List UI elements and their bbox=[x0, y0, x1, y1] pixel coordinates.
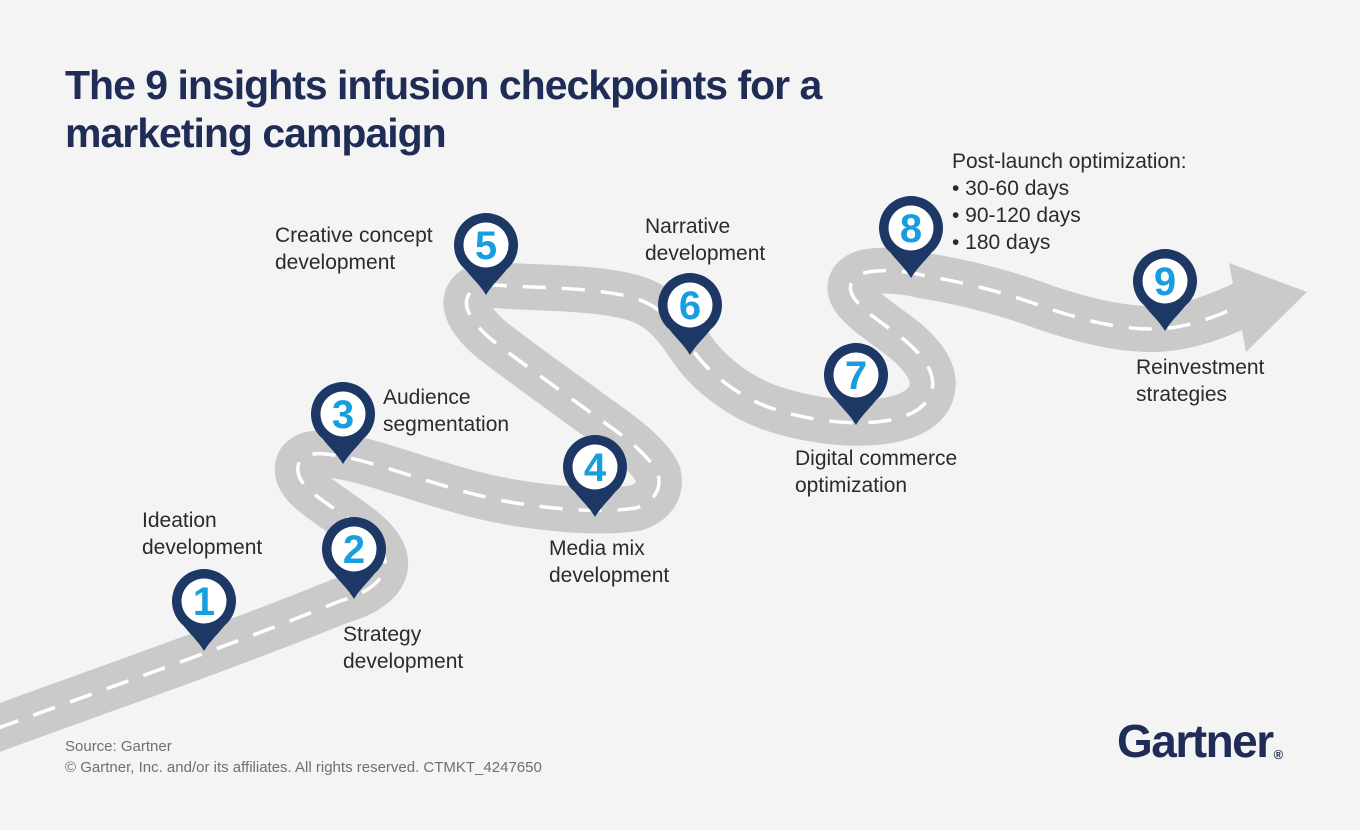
map-pin-inner-circle bbox=[667, 282, 713, 328]
checkpoint-number: 7 bbox=[845, 354, 867, 398]
gartner-logo-text: Gartner bbox=[1117, 715, 1274, 767]
checkpoint-pin-1: 1 bbox=[172, 569, 236, 651]
copyright-line: © Gartner, Inc. and/or its affiliates. A… bbox=[65, 759, 542, 776]
checkpoint-label-line: Creative concept bbox=[275, 224, 433, 247]
road-arrowhead-icon bbox=[1229, 263, 1307, 352]
checkpoint-label-8: Post-launch optimization: • 30-60 days • 9… bbox=[952, 148, 1187, 256]
checkpoint-label-line: • 90-120 days bbox=[952, 204, 1081, 227]
map-pin-inner-circle bbox=[181, 578, 227, 624]
checkpoint-label-line: Reinvestment bbox=[1136, 356, 1265, 379]
map-pin-inner-circle bbox=[572, 444, 618, 490]
map-pin-inner-circle bbox=[888, 205, 934, 251]
checkpoint-label-line: development bbox=[645, 242, 766, 265]
checkpoint-pin-4: 4 bbox=[563, 435, 627, 517]
source-line: Source: Gartner bbox=[65, 738, 172, 755]
map-pin-inner-circle bbox=[331, 526, 377, 572]
checkpoint-pin-9: 9 bbox=[1133, 249, 1197, 331]
checkpoint-number: 8 bbox=[900, 207, 922, 251]
checkpoint-label-line: Media mix bbox=[549, 537, 645, 560]
checkpoint-pin-6: 6 bbox=[658, 273, 722, 355]
checkpoint-label-line: optimization bbox=[795, 474, 908, 497]
checkpoint-label-line: Digital commerce bbox=[795, 447, 958, 470]
checkpoint-number: 2 bbox=[343, 528, 365, 572]
checkpoint-label-line: Strategy bbox=[343, 623, 422, 646]
footer: Source: Gartner © Gartner, Inc. and/or i… bbox=[65, 736, 542, 778]
checkpoint-label-1: Ideation development bbox=[142, 507, 262, 561]
checkpoint-label-9: Reinvestment strategies bbox=[1136, 354, 1264, 408]
checkpoint-label-line: segmentation bbox=[383, 413, 510, 436]
gartner-logo: Gartner ® bbox=[1117, 718, 1283, 764]
map-pin-inner-circle bbox=[833, 352, 879, 398]
checkpoint-number: 6 bbox=[679, 284, 701, 328]
checkpoint-label-line: development bbox=[549, 564, 670, 587]
checkpoint-label-line: development bbox=[142, 536, 263, 559]
road-centerline bbox=[0, 268, 1247, 730]
page-title-line-2: marketing campaign bbox=[65, 110, 447, 156]
checkpoint-pin-2: 2 bbox=[322, 517, 386, 599]
checkpoint-label-line: development bbox=[275, 251, 396, 274]
checkpoint-label-line: development bbox=[343, 650, 464, 673]
checkpoint-pin-7: 7 bbox=[824, 343, 888, 425]
checkpoint-label-line: • 30-60 days bbox=[952, 177, 1070, 200]
checkpoint-pin-5: 5 bbox=[454, 213, 518, 295]
checkpoint-label-line: Post-launch optimization: bbox=[952, 150, 1187, 173]
map-pin-inner-circle bbox=[463, 222, 509, 268]
checkpoint-label-line: strategies bbox=[1136, 383, 1228, 406]
map-pin-inner-circle bbox=[1142, 258, 1188, 304]
checkpoint-number: 4 bbox=[584, 446, 607, 490]
checkpoint-label-line: Audience bbox=[383, 386, 471, 409]
map-pin-inner-circle bbox=[320, 391, 366, 437]
checkpoint-number: 1 bbox=[193, 580, 215, 624]
page-title-line-1: The 9 insights infusion checkpoints for … bbox=[65, 62, 822, 108]
checkpoint-label-7: Digital commerce optimization bbox=[795, 445, 957, 499]
registered-trademark-icon: ® bbox=[1273, 747, 1284, 762]
checkpoint-pin-8: 8 bbox=[879, 196, 943, 278]
checkpoint-label-2: Strategy development bbox=[343, 621, 463, 675]
checkpoint-label-3: Audience segmentation bbox=[383, 384, 509, 438]
checkpoint-label-6: Narrative development bbox=[645, 213, 765, 267]
checkpoint-pin-3: 3 bbox=[311, 382, 375, 464]
checkpoint-number: 5 bbox=[475, 224, 497, 268]
checkpoint-number: 9 bbox=[1154, 260, 1176, 304]
page-title: The 9 insights infusion checkpoints for … bbox=[65, 61, 822, 157]
checkpoint-label-4: Media mix development bbox=[549, 535, 669, 589]
checkpoint-number: 3 bbox=[332, 393, 354, 437]
checkpoint-label-line: Narrative bbox=[645, 215, 731, 238]
checkpoint-label-line: Ideation bbox=[142, 509, 217, 532]
checkpoint-label-line: • 180 days bbox=[952, 231, 1051, 254]
checkpoint-label-5: Creative concept development bbox=[275, 222, 433, 276]
